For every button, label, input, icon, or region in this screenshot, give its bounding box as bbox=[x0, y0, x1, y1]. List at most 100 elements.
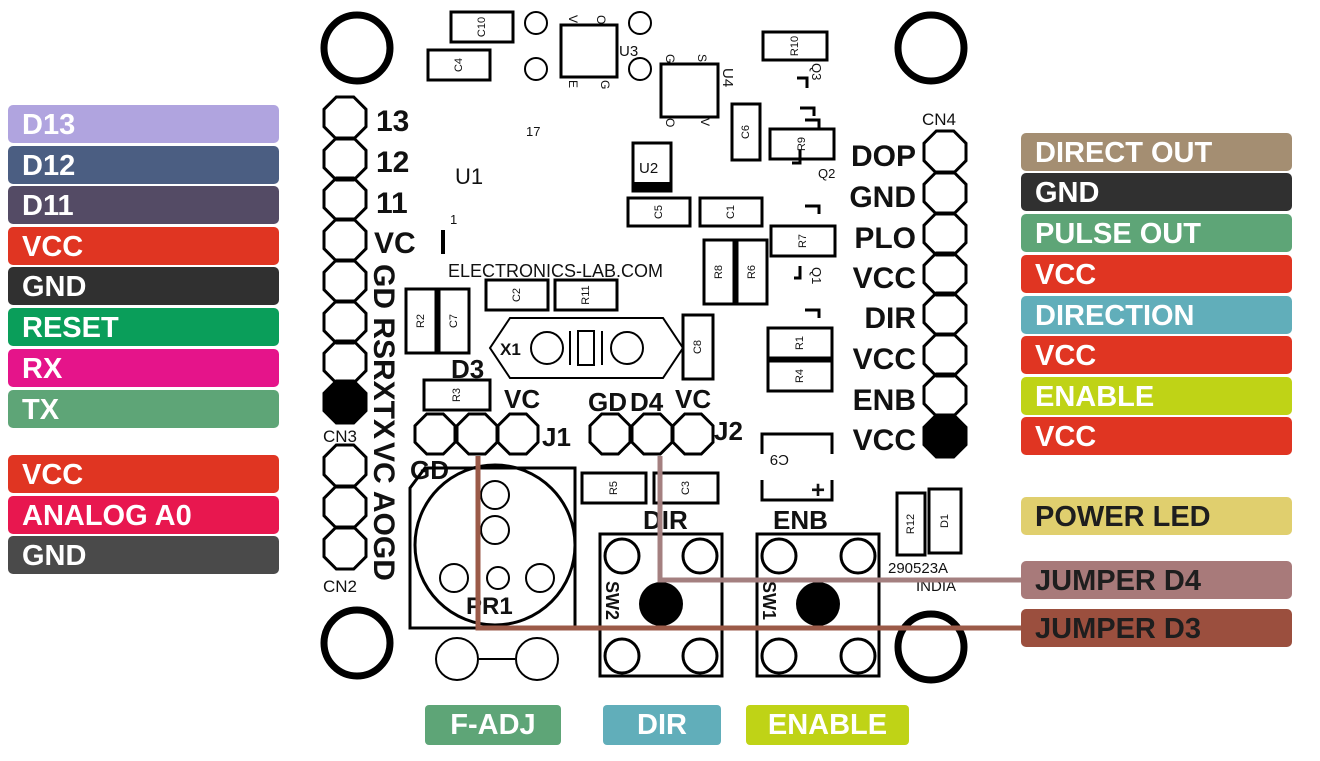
jumper-pads bbox=[413, 412, 715, 456]
header-vertical-text: GD RSRXTX bbox=[367, 264, 400, 439]
component-r11 bbox=[553, 278, 619, 312]
cn4-pad bbox=[922, 129, 968, 175]
left-label-vcc: VCC bbox=[8, 455, 279, 493]
right-label-vcc: VCC bbox=[1021, 255, 1292, 293]
header-vertical-text-2: VC AOGD bbox=[367, 442, 400, 581]
header-label-11: 11 bbox=[376, 187, 408, 220]
component-r3 bbox=[422, 378, 492, 412]
u3-pin-e: E bbox=[566, 80, 580, 88]
cn4-pin-enb: ENB bbox=[853, 384, 916, 417]
cn4-header-pads bbox=[922, 129, 968, 459]
cn4-pin-dop: DOP bbox=[851, 140, 916, 173]
sw1-pad bbox=[839, 537, 877, 575]
sw2-label: SW2 bbox=[602, 581, 622, 620]
u3-pad bbox=[628, 11, 652, 35]
component-label-c10: C10 bbox=[476, 17, 488, 37]
pr1-pad bbox=[486, 566, 510, 590]
header-pad bbox=[322, 339, 368, 385]
component-c5 bbox=[626, 196, 692, 228]
component-r9 bbox=[768, 127, 836, 161]
header-pad bbox=[322, 379, 368, 425]
component-label-r10: R10 bbox=[789, 36, 801, 56]
sw1-button bbox=[796, 582, 840, 626]
component-r8 bbox=[702, 238, 736, 306]
component-c7 bbox=[437, 287, 471, 355]
arduino-header-pads bbox=[322, 95, 368, 571]
jumper-d4-wire bbox=[657, 456, 1022, 583]
component-label-r2: R2 bbox=[415, 314, 427, 328]
cn4-pin-vcc: VCC bbox=[853, 343, 916, 376]
header-pad bbox=[322, 136, 368, 182]
j1-pad bbox=[496, 412, 540, 456]
component-label-r3: R3 bbox=[451, 388, 463, 402]
component-r6 bbox=[735, 238, 769, 306]
q1-mark bbox=[794, 266, 802, 280]
q3-mark bbox=[800, 106, 816, 116]
component-label-c1: C1 bbox=[725, 205, 737, 219]
q3-mark bbox=[797, 76, 809, 88]
j2-label: J2 bbox=[714, 416, 743, 446]
sw1-pad bbox=[760, 537, 798, 575]
right-label-pulse-out: PULSE OUT bbox=[1021, 214, 1292, 252]
mounting-hole bbox=[320, 11, 394, 85]
u3-pad bbox=[524, 57, 548, 81]
component-r12 bbox=[895, 491, 927, 557]
cn2-label: CN2 bbox=[323, 577, 357, 596]
u3-pin-o: O bbox=[594, 15, 608, 24]
sw2-pad bbox=[603, 637, 641, 675]
sw2-pad bbox=[681, 637, 719, 675]
left-label-vcc: VCC bbox=[8, 227, 279, 265]
c9-outline bbox=[760, 432, 834, 502]
silk-url: ELECTRONICS-LAB.COM bbox=[448, 261, 663, 281]
jumper-d3-wire bbox=[475, 456, 1022, 631]
sw2-pad bbox=[681, 537, 719, 575]
left-label-d13: D13 bbox=[8, 105, 279, 143]
right-label-vcc: VCC bbox=[1021, 336, 1292, 374]
x1-label: X1 bbox=[500, 340, 521, 359]
component-c3 bbox=[652, 471, 720, 505]
header-label-vc: VC bbox=[374, 227, 416, 260]
header-pad bbox=[322, 95, 368, 141]
u1-label: U1 bbox=[455, 164, 483, 189]
enable-label: ENABLE bbox=[746, 705, 909, 745]
pr1-pad bbox=[525, 563, 555, 593]
cn4-label: CN4 bbox=[922, 110, 956, 129]
right-label-enable: ENABLE bbox=[1021, 377, 1292, 415]
q3-label: Q3 bbox=[809, 63, 824, 80]
component-label-r12: R12 bbox=[905, 514, 917, 534]
component-label-c6: C6 bbox=[740, 125, 752, 139]
component-label-r1: R1 bbox=[794, 336, 806, 350]
left-label-d11: D11 bbox=[8, 186, 279, 224]
component-label-r4: R4 bbox=[794, 369, 806, 383]
x1-crystal bbox=[488, 317, 685, 379]
u4-pin-s: S bbox=[695, 54, 709, 62]
c9-label: C9 bbox=[770, 451, 789, 468]
u2-label: U2 bbox=[639, 160, 658, 177]
cn4-pad bbox=[922, 372, 968, 418]
right-label-direct-out: DIRECT OUT bbox=[1021, 133, 1292, 171]
u3-label: U3 bbox=[619, 43, 638, 60]
q1-mark bbox=[805, 204, 821, 214]
cn4-pad bbox=[922, 211, 968, 257]
pr1-pad bbox=[515, 637, 559, 681]
j1-vc-label: VC bbox=[504, 384, 540, 414]
header-pad bbox=[322, 176, 368, 222]
u4-pin-o: O bbox=[663, 118, 677, 127]
component-label-r9: R9 bbox=[796, 137, 808, 151]
component-c1 bbox=[698, 196, 764, 228]
component-label-c5: C5 bbox=[653, 205, 665, 219]
u1-mirror-label: 17 bbox=[526, 124, 540, 139]
cn4-pin-dir: DIR bbox=[864, 302, 916, 335]
header-label-13: 13 bbox=[376, 105, 409, 138]
j2-pad bbox=[671, 412, 715, 456]
enb-button-label: ENB bbox=[773, 505, 828, 535]
q2-mark bbox=[805, 118, 821, 128]
header-pad bbox=[322, 525, 368, 571]
component-label-c4: C4 bbox=[453, 58, 465, 72]
component-c6 bbox=[730, 102, 762, 162]
power-led-label: POWER LED bbox=[1021, 497, 1292, 535]
component-c4 bbox=[426, 48, 492, 82]
u3-pin-v: V bbox=[566, 15, 580, 23]
pr1-pad bbox=[435, 637, 479, 681]
left-label-analog-a0: ANALOG A0 bbox=[8, 496, 279, 534]
